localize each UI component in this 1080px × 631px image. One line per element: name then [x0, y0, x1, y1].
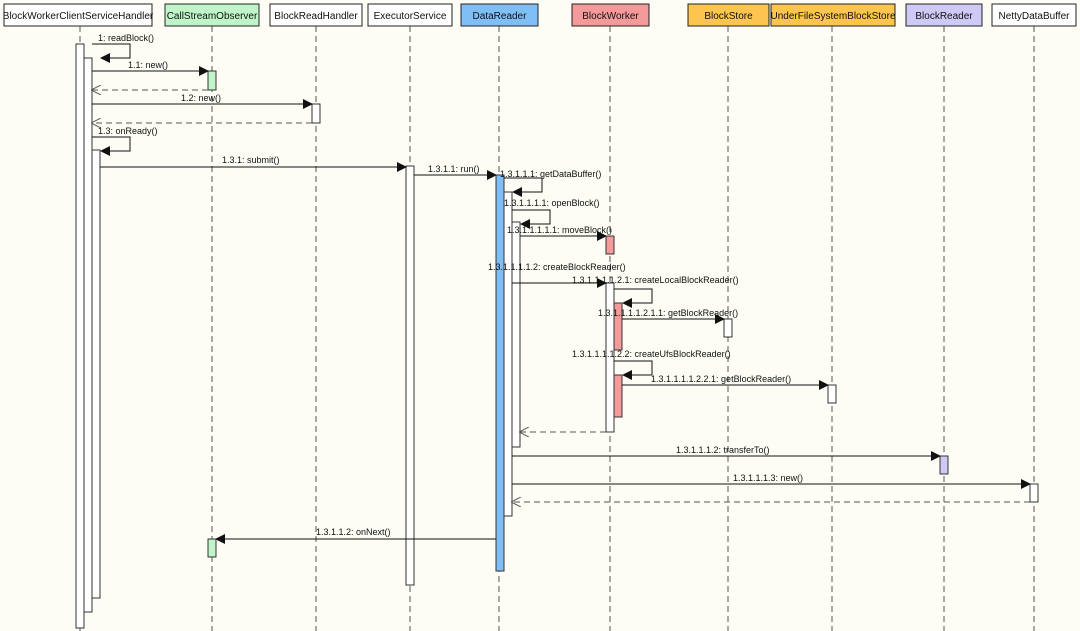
message-call: 1.3.1.1.1.1.2: createBlockReader() — [488, 262, 626, 288]
participant-reader: BlockReader — [905, 3, 983, 27]
message-arrow — [614, 360, 653, 380]
message-label: 1.3.1: submit() — [222, 155, 280, 165]
message-self: 1: readBlock() — [92, 33, 154, 63]
participant-name: UnderFileSystemBlockStore — [770, 11, 895, 22]
message-self: 1.3: onReady() — [92, 126, 158, 156]
message-arrow — [614, 288, 653, 308]
participant-ufsstore: UnderFileSystemBlockStore — [770, 3, 896, 27]
message-arrow — [504, 177, 543, 197]
activation-bar — [311, 103, 321, 124]
message-self: 1.3.1.1.1: getDataBuffer() — [500, 169, 601, 197]
activation-bar — [83, 57, 93, 613]
participant-box — [571, 3, 650, 27]
activation-bar — [503, 191, 513, 517]
message-call: 1.3.1.1.1.1.2.2.1: getBlockReader() — [622, 374, 829, 390]
participant-worker: BlockWorker — [571, 3, 650, 27]
participant-headers: BlockWorkerClientServiceHandler CallStrea… — [3, 3, 1077, 27]
activation-bar — [1029, 483, 1039, 503]
message-self: 1.3.1.1.1.1.2.2: createUfsBlockReader() — [572, 349, 731, 380]
activation-bar — [75, 43, 85, 629]
message-label: 1.3.1.1.1.1.2.2.1: getBlockReader() — [651, 374, 791, 384]
participant-name: CallStreamObserver — [167, 11, 258, 22]
participant-box — [367, 3, 453, 27]
message-label: 1.3.1.1.1: getDataBuffer() — [500, 169, 601, 179]
message-call: 1.2: new() — [92, 93, 313, 109]
activation-bar — [723, 318, 733, 338]
participant-name: NettyDataBuffer — [999, 11, 1071, 22]
activation-bar — [511, 221, 521, 448]
participant-name: BlockStore — [704, 11, 753, 22]
message-label: 1.3.1.1.1.1.2.1.1: getBlockReader() — [598, 308, 738, 318]
message-arrow — [512, 209, 551, 229]
participant-box — [687, 3, 770, 27]
message-label: 1.3.1.1: run() — [428, 164, 480, 174]
message-call: 1.3.1.1.1.1.1: moveBlock() — [507, 225, 612, 241]
activation-bar — [613, 374, 623, 418]
message-call: 1.3.1.1.1.1.2.1.1: getBlockReader() — [598, 308, 738, 324]
message-self: 1.3.1.1.1.1: openBlock() — [504, 198, 600, 229]
lifelines — [79, 26, 1035, 631]
participant-name: BlockWorkerClientServiceHandler — [3, 11, 154, 22]
message-label: 1.3.1.1.1.1.2: createBlockReader() — [488, 262, 626, 272]
activation-bar — [605, 235, 615, 255]
message-label: 1.2: new() — [181, 93, 221, 103]
message-label: 1.3.1.1.1.2: transferTo() — [676, 445, 770, 455]
participant-name: DataReader — [473, 11, 528, 22]
participant-box — [991, 3, 1077, 27]
message-arrow — [92, 43, 131, 63]
participant-box — [905, 3, 983, 27]
participant-executor: ExecutorService — [367, 3, 453, 27]
message-label: 1.3.1.1.1.1.2.2: createUfsBlockReader() — [572, 349, 731, 359]
message-label: 1.3: onReady() — [98, 126, 158, 136]
activation-bars — [75, 43, 1039, 629]
participant-name: ExecutorService — [374, 11, 447, 22]
activation-bar — [827, 384, 837, 404]
activation-bar — [939, 455, 949, 475]
message-call: 1.3.1.1.1.2: transferTo() — [512, 445, 941, 461]
participant-name: BlockReader — [915, 11, 973, 22]
activation-bar — [207, 538, 217, 558]
participant-datareader: DataReader — [460, 3, 539, 27]
messages: 1: readBlock() 1.1: new() 1.2: new() 1.3: o… — [92, 33, 1031, 544]
message-call: 1.3.1.1.2: onNext() — [215, 527, 496, 544]
activation-bar — [613, 302, 623, 351]
activation-bar — [605, 282, 615, 433]
activation-bar — [405, 165, 415, 586]
message-label: 1.3.1.1.2: onNext() — [316, 527, 391, 537]
participant-box — [3, 3, 153, 27]
participant-box — [460, 3, 539, 27]
participant-name: BlockReadHandler — [274, 11, 358, 22]
message-label: 1.3.1.1.1.1.1: moveBlock() — [507, 225, 612, 235]
participant-box — [770, 3, 896, 27]
message-call: 1.1: new() — [92, 60, 209, 76]
participant-handler: BlockWorkerClientServiceHandler — [3, 3, 154, 27]
participant-readhandler: BlockReadHandler — [269, 3, 363, 27]
participant-name: BlockWorker — [582, 11, 639, 22]
message-self: 1.3.1.1.1.1.2.1: createLocalBlockReader(… — [572, 275, 739, 308]
participant-box — [164, 3, 260, 27]
message-label: 1: readBlock() — [98, 33, 154, 43]
message-arrow — [92, 136, 131, 156]
activation-bar — [207, 70, 217, 91]
message-label: 1.1: new() — [128, 60, 168, 70]
message-label: 1.3.1.1.1.1: openBlock() — [504, 198, 600, 208]
message-call: 1.3.1: submit() — [100, 155, 407, 172]
message-label: 1.3.1.1.1.3: new() — [733, 473, 803, 483]
message-label: 1.3.1.1.1.1.2.1: createLocalBlockReader(… — [572, 275, 739, 285]
participant-observer: CallStreamObserver — [164, 3, 260, 27]
activation-bar — [91, 149, 101, 599]
participant-box — [269, 3, 363, 27]
activation-bar — [495, 174, 505, 572]
participant-store: BlockStore — [687, 3, 770, 27]
participant-buffer: NettyDataBuffer — [991, 3, 1077, 27]
message-call: 1.3.1.1: run() — [414, 164, 497, 180]
message-call: 1.3.1.1.1.3: new() — [512, 473, 1031, 489]
